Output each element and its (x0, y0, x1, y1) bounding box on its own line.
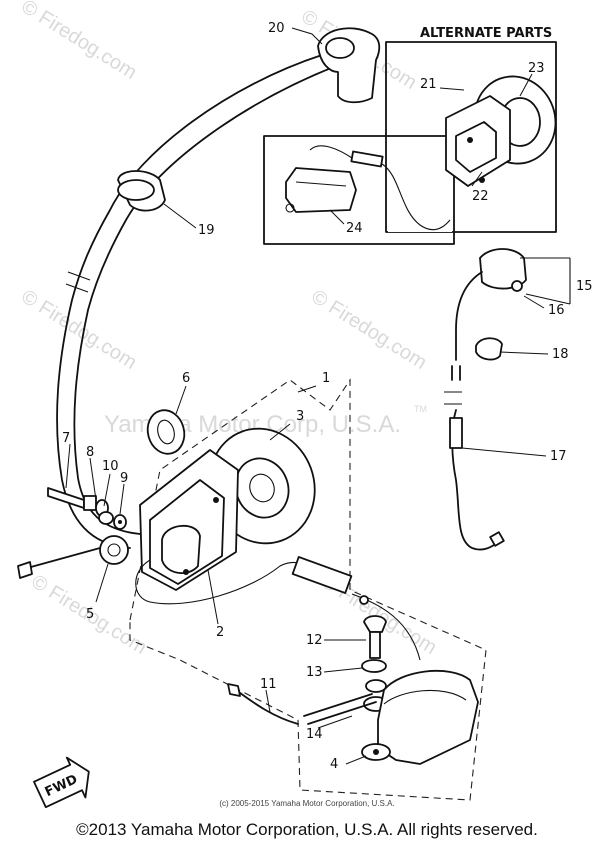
wire-clamp (117, 170, 166, 212)
copyright-footer: ©2013 Yamaha Motor Corporation, U.S.A. A… (76, 820, 538, 839)
wire-clip (475, 337, 503, 361)
callout-6: 6 (182, 371, 190, 386)
callout-3: 3 (296, 409, 304, 424)
callout-9: 9 (120, 471, 128, 486)
watermark-layer: © Firedog.com © Firedog.com © Firedog.co… (17, 0, 440, 659)
callout-21: 21 (420, 77, 437, 92)
callout-1: 1 (322, 371, 330, 386)
forward-arrow: FWD (33, 756, 90, 809)
alternate-parts-box: ALTERNATE PARTS (263, 26, 557, 245)
callout-8: 8 (86, 445, 94, 460)
callout-numbers: 1 2 3 4 5 6 7 8 9 10 11 12 13 14 15 16 1… (62, 21, 593, 772)
callout-24: 24 (346, 221, 363, 236)
wire-grommet (17, 535, 129, 579)
callout-11: 11 (260, 677, 277, 692)
callout-7: 7 (62, 431, 70, 446)
watermark-firedog-1: © Firedog.com (17, 0, 140, 84)
resistor-plug-cap (451, 248, 571, 381)
grommet (146, 409, 186, 455)
callout-18: 18 (552, 347, 569, 362)
callout-10: 10 (102, 459, 119, 474)
leader-lines (65, 27, 549, 765)
callout-16: 16 (548, 303, 565, 318)
cdi-module (361, 669, 479, 765)
callout-20: 20 (268, 21, 285, 36)
callout-22: 22 (472, 189, 489, 204)
callout-2: 2 (216, 625, 224, 640)
alternate-parts-title: ALTERNATE PARTS (420, 26, 552, 41)
ground-wire (227, 683, 377, 725)
callout-17: 17 (550, 449, 567, 464)
callout-13: 13 (306, 665, 323, 680)
watermark-firedog-4: © Firedog.com (307, 286, 430, 374)
callout-5: 5 (86, 607, 94, 622)
callout-4: 4 (330, 757, 338, 772)
spark-plug-cap (317, 27, 381, 104)
callout-23: 23 (528, 61, 545, 76)
callout-19: 19 (198, 223, 215, 238)
callout-14: 14 (306, 727, 323, 742)
callout-15: 15 (576, 279, 593, 294)
callout-12: 12 (306, 633, 323, 648)
extension-wire (444, 391, 505, 551)
diagram-credit: (c) 2005-2015 Yamaha Motor Corporation, … (219, 799, 395, 808)
watermark-tm: TM (414, 404, 427, 414)
bolt-and-washers (47, 487, 127, 530)
ignition-coil-assembly (135, 427, 421, 661)
